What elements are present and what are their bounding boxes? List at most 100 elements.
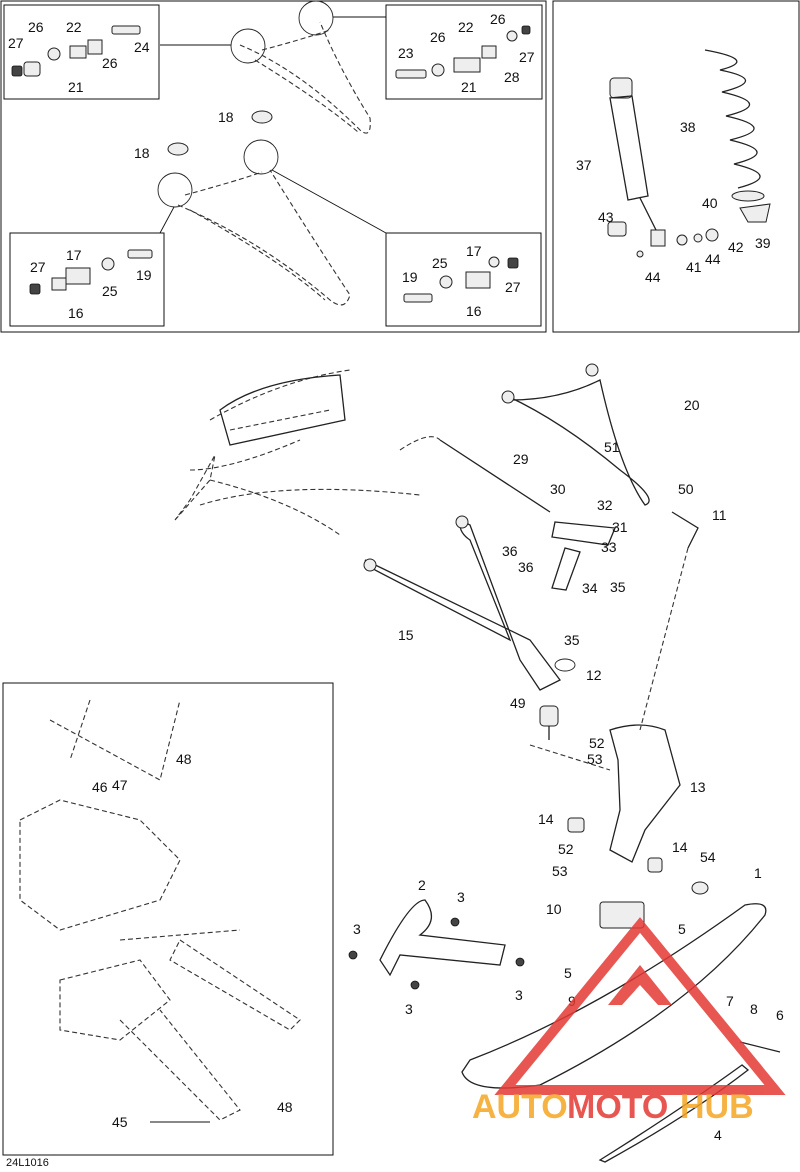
label-3: 3 xyxy=(353,921,361,937)
inset-box-top-left xyxy=(3,4,160,100)
hardware-inset-top-right xyxy=(395,25,531,79)
label-26: 26 xyxy=(102,55,118,71)
shock-panel xyxy=(552,0,800,333)
label-51: 51 xyxy=(604,439,620,455)
shock-spring xyxy=(704,49,765,202)
label-26: 26 xyxy=(28,19,44,35)
label-30: 30 xyxy=(550,481,566,497)
frame-detail-panel xyxy=(2,682,334,1156)
label-38: 38 xyxy=(680,119,696,135)
label-13: 13 xyxy=(690,779,706,795)
watermark-text-hub: HUB xyxy=(680,1088,754,1126)
label-35: 35 xyxy=(564,632,580,648)
label-11: 11 xyxy=(712,507,727,523)
label-16: 16 xyxy=(466,303,482,319)
hardware-inset-bottom-left xyxy=(29,249,153,295)
label-19: 19 xyxy=(402,269,418,285)
upper-a-arm-sketch xyxy=(160,0,386,134)
label-28: 28 xyxy=(504,69,520,85)
upper-arm-panel xyxy=(0,0,547,333)
label-12: 12 xyxy=(586,667,602,683)
label-18: 18 xyxy=(218,109,234,125)
label-22: 22 xyxy=(66,19,82,35)
label-5: 5 xyxy=(678,921,686,937)
label-20: 20 xyxy=(684,397,700,413)
label-27: 27 xyxy=(8,35,24,51)
label-34: 34 xyxy=(582,580,598,596)
label-7: 7 xyxy=(726,993,734,1009)
label-47: 47 xyxy=(112,777,128,793)
label-3: 3 xyxy=(405,1001,413,1017)
ski-bushings xyxy=(567,817,709,895)
label-4: 4 xyxy=(714,1127,722,1143)
shock-small-parts xyxy=(607,203,771,258)
label-48: 48 xyxy=(176,751,192,767)
label-6: 6 xyxy=(776,1007,784,1023)
label-3: 3 xyxy=(515,987,523,1003)
shock-absorber xyxy=(609,77,666,247)
label-42: 42 xyxy=(728,239,744,255)
label-27: 27 xyxy=(519,49,535,65)
label-43: 43 xyxy=(598,209,614,225)
label-27: 27 xyxy=(30,259,46,275)
label-37: 37 xyxy=(576,157,592,173)
frame-detail-sketch xyxy=(19,699,301,1123)
label-21: 21 xyxy=(68,79,84,95)
lower-a-arm-15 xyxy=(363,515,576,691)
label-23: 23 xyxy=(398,45,414,61)
label-25: 25 xyxy=(432,255,448,271)
label-39: 39 xyxy=(755,235,771,251)
label-33: 33 xyxy=(601,539,617,555)
label-22: 22 xyxy=(458,19,474,35)
label-49: 49 xyxy=(510,695,526,711)
callout-labels: 26 22 27 2 4 26 21 22 26 23 26 27 28 21 1… xyxy=(8,11,784,1143)
label-29: 29 xyxy=(513,451,529,467)
label-31: 31 xyxy=(612,519,628,535)
diagram-code: 24L1016 xyxy=(6,1157,49,1169)
washer-18 xyxy=(167,110,273,156)
label-35: 35 xyxy=(610,579,626,595)
steering-rod-29 xyxy=(399,436,551,513)
lower-a-arm-sketch xyxy=(157,139,387,306)
label-45: 45 xyxy=(112,1114,128,1130)
label-1: 1 xyxy=(754,865,762,881)
inset-box-top-right xyxy=(385,4,543,100)
label-10: 10 xyxy=(546,901,562,917)
label-19: 19 xyxy=(136,267,152,283)
watermark-triangle-icon xyxy=(494,917,786,1095)
label-25: 25 xyxy=(102,283,118,299)
watermark-logo: AUTO MOTO HUB xyxy=(472,917,786,1126)
sway-bar-link xyxy=(551,521,616,591)
label-16: 16 xyxy=(68,305,84,321)
label-18: 18 xyxy=(134,145,150,161)
label-2: 2 xyxy=(418,877,426,893)
label-26: 26 xyxy=(490,11,506,27)
inset-box-bottom-left xyxy=(9,232,165,327)
label-41: 41 xyxy=(686,259,702,275)
label-8: 8 xyxy=(750,1001,758,1017)
label-27: 27 xyxy=(505,279,521,295)
label-5: 5 xyxy=(564,965,572,981)
label-52: 52 xyxy=(589,735,605,751)
ski-handle-2 xyxy=(379,899,506,977)
ball-joint-49 xyxy=(539,705,559,740)
label-46: 46 xyxy=(92,779,108,795)
watermark-text-auto: AUTO xyxy=(472,1088,568,1126)
watermark-text-moto: MOTO xyxy=(567,1088,668,1126)
label-17: 17 xyxy=(66,247,82,263)
label-3: 3 xyxy=(457,889,465,905)
label-26: 26 xyxy=(430,29,446,45)
label-14: 14 xyxy=(672,839,688,855)
label-44: 44 xyxy=(645,269,661,285)
label-53: 53 xyxy=(587,751,603,767)
fastener-icons xyxy=(348,917,781,1053)
label-32: 32 xyxy=(597,497,613,513)
upper-a-arm-20 xyxy=(501,363,650,506)
label-14: 14 xyxy=(538,811,554,827)
rear-suspension-sketch xyxy=(174,369,421,536)
label-21: 21 xyxy=(461,79,477,95)
label-52: 52 xyxy=(558,841,574,857)
label-36: 36 xyxy=(518,559,534,575)
label-36: 36 xyxy=(502,543,518,559)
